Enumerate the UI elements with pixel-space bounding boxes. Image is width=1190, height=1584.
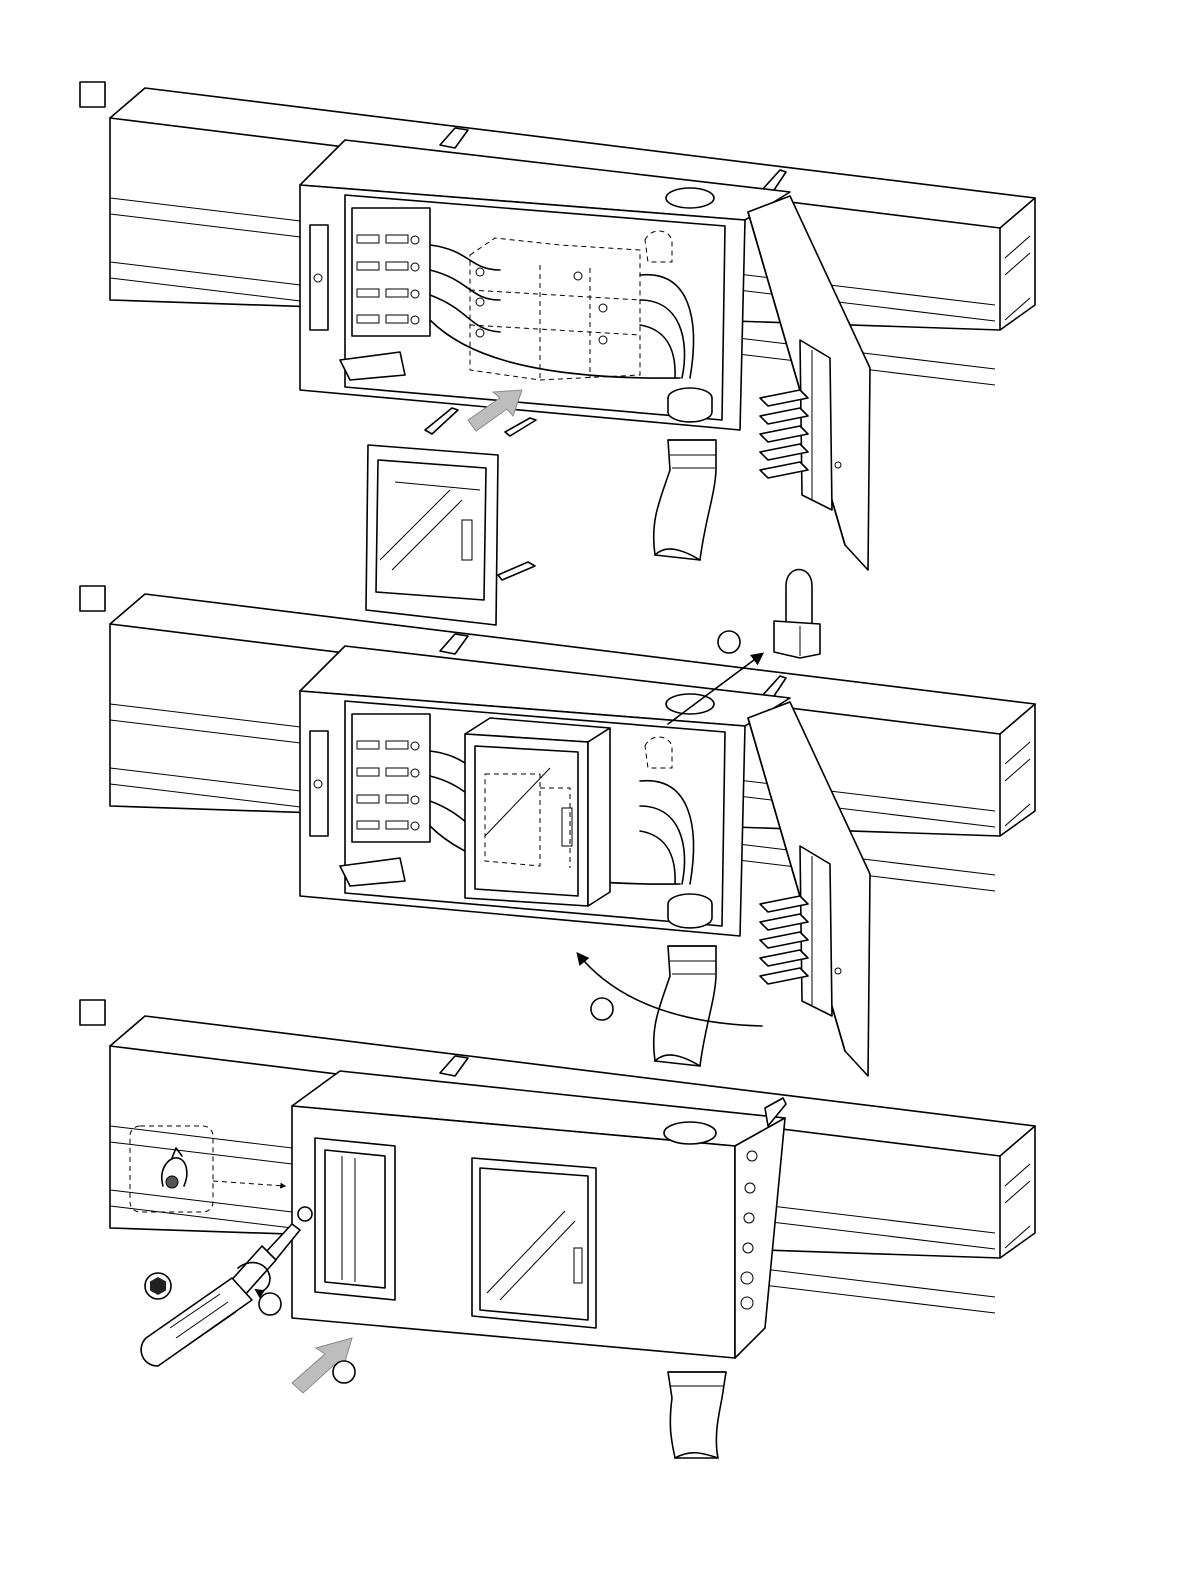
- step-1-panel: [80, 82, 1035, 625]
- step-3-box: [80, 1000, 105, 1025]
- outgoing-cable: [654, 946, 716, 1066]
- step-2-box: [80, 586, 105, 611]
- push-callout: [333, 1361, 355, 1383]
- fixing-screw: [298, 1207, 312, 1221]
- outgoing-cable: [668, 1372, 726, 1458]
- screw-callout: [259, 1293, 281, 1315]
- padlock-icon: [774, 570, 820, 659]
- hex-bit-icon: [145, 1273, 171, 1299]
- window-cover: [366, 408, 536, 625]
- step-1-box: [80, 82, 105, 107]
- tap-off-box-closed: [292, 1071, 786, 1358]
- padlock-callout: [718, 631, 740, 653]
- step-2-panel: [80, 570, 1035, 1077]
- outgoing-cable: [654, 440, 716, 560]
- tap-off-box-open: [300, 140, 790, 430]
- rotate-callout: [591, 998, 613, 1020]
- step-3-panel: [80, 1000, 1035, 1458]
- window-cover-inserted: [465, 718, 610, 906]
